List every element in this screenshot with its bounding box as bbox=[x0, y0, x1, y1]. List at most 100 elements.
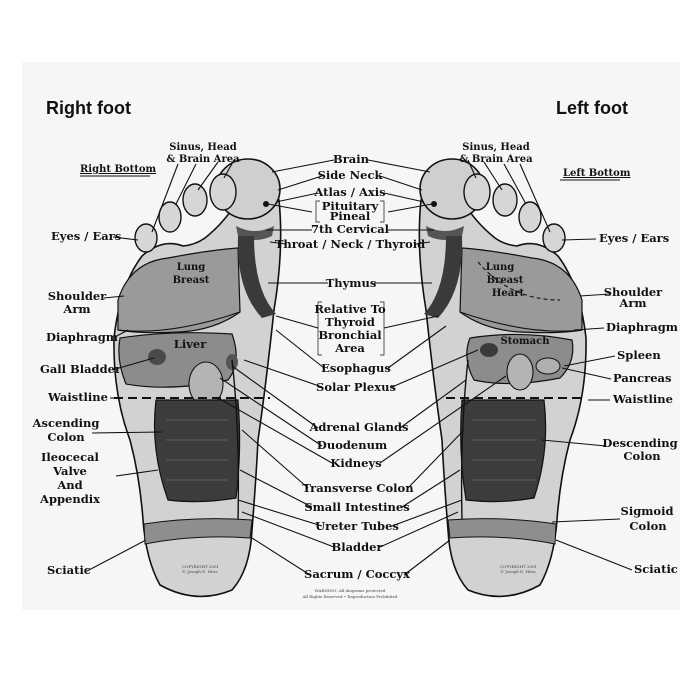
label-right-waistline: Waistline bbox=[47, 390, 108, 404]
right-sciatic-band bbox=[143, 518, 253, 545]
left-sciatic-band bbox=[447, 518, 557, 545]
label-small-intestines: Small Intestines bbox=[304, 500, 409, 514]
left-solar-mark bbox=[480, 343, 498, 357]
label-7th-cervical: 7th Cervical bbox=[311, 222, 390, 236]
label-sigmoid: Sigmoid bbox=[621, 504, 674, 518]
label-relative-to: Relative To bbox=[314, 302, 386, 316]
liver-label: Liver bbox=[174, 337, 207, 351]
center-labels: Brain Side Neck Atlas / Axis Pituitary P… bbox=[275, 152, 425, 599]
label-sacrum-coccyx: Sacrum / Coccyx bbox=[304, 567, 410, 581]
label-ureter-tubes: Ureter Tubes bbox=[315, 519, 399, 533]
label-right-sinus-2: & Brain Area bbox=[166, 154, 240, 165]
right-thyroid-band bbox=[237, 236, 276, 318]
right-toe-5 bbox=[134, 223, 158, 253]
label-transverse-colon: Transverse Colon bbox=[302, 481, 414, 495]
label-solar-plexus: Solar Plexus bbox=[316, 380, 396, 394]
left-lung-label: Lung bbox=[486, 262, 515, 273]
left-kidney bbox=[506, 353, 534, 391]
right-toe-2 bbox=[209, 173, 237, 211]
label-atlas-axis: Atlas / Axis bbox=[313, 185, 385, 199]
label-descending-colon: Colon bbox=[623, 449, 661, 463]
left-pituitary-dot bbox=[431, 201, 437, 207]
left-copyright-1: COPYRIGHT 2001 bbox=[500, 564, 537, 569]
stomach-label: Stomach bbox=[501, 336, 551, 347]
label-appendix: Appendix bbox=[39, 492, 100, 506]
label-descending: Descending bbox=[602, 436, 677, 450]
pancreas-mark bbox=[535, 357, 561, 375]
label-thyroid: Thyroid bbox=[325, 315, 375, 329]
right-foot-header: Right foot bbox=[46, 98, 131, 118]
right-copyright-2: © Joseph E. Hess bbox=[182, 569, 218, 574]
label-and: And bbox=[56, 478, 82, 492]
left-toe-3 bbox=[492, 183, 518, 217]
left-lung-region bbox=[459, 247, 583, 334]
left-toe-5 bbox=[542, 223, 566, 253]
label-bronchial: Bronchial bbox=[318, 328, 382, 342]
label-spleen: Spleen bbox=[617, 348, 661, 362]
label-right-eyes-ears: Eyes / Ears bbox=[51, 229, 121, 243]
left-copyright-2: © Joseph E. Hess bbox=[500, 569, 536, 574]
label-left-waistline: Waistline bbox=[612, 392, 673, 406]
gall-bladder-mark bbox=[148, 349, 166, 365]
right-toe-4 bbox=[158, 201, 182, 233]
right-breast-label: Breast bbox=[173, 275, 210, 286]
label-right-bottom: Right Bottom bbox=[80, 164, 157, 175]
left-foot-labels: Left Bottom Sinus, Head & Brain Area Eye… bbox=[459, 142, 677, 576]
right-intestine-region bbox=[153, 399, 241, 503]
label-brain: Brain bbox=[333, 152, 370, 166]
label-throat-neck-thyroid: Throat / Neck / Thyroid bbox=[275, 237, 425, 251]
left-toe-2 bbox=[463, 173, 491, 211]
label-side-neck: Side Neck bbox=[318, 168, 384, 182]
label-gall-bladder: Gall Bladder bbox=[40, 362, 122, 376]
center-leader-lines bbox=[217, 159, 507, 576]
label-left-diaphragm: Diaphragm bbox=[606, 320, 678, 334]
label-ascending-colon: Colon bbox=[47, 430, 85, 444]
right-foot: Lung Breast Liver COPYRIGHT 2001 © Josep… bbox=[113, 158, 282, 598]
label-right-sciatic: Sciatic bbox=[47, 563, 91, 577]
right-leader-lines bbox=[80, 159, 235, 572]
left-foot: Lung Breast Heart Stomach COPYRIGHT 2001… bbox=[418, 158, 587, 598]
label-duodenum: Duodenum bbox=[317, 438, 387, 452]
label-pituitary: Pituitary bbox=[322, 199, 379, 213]
right-foot-labels: Right Bottom Sinus, Head & Brain Area Ey… bbox=[32, 142, 241, 577]
right-lung-label: Lung bbox=[177, 262, 206, 273]
label-right-sinus-1: Sinus, Head bbox=[169, 142, 236, 153]
left-thyroid-band bbox=[424, 236, 463, 318]
label-left-eyes-ears: Eyes / Ears bbox=[599, 231, 669, 245]
right-toe-3 bbox=[182, 183, 208, 217]
label-left-sinus-2: & Brain Area bbox=[459, 154, 533, 165]
label-bladder: Bladder bbox=[332, 540, 384, 554]
label-sigmoid-colon: Colon bbox=[629, 519, 667, 533]
label-area: Area bbox=[334, 341, 365, 355]
label-thymus: Thymus bbox=[326, 276, 377, 290]
label-left-sinus-1: Sinus, Head bbox=[462, 142, 529, 153]
left-intestine-region bbox=[460, 399, 547, 503]
left-foot-header: Left foot bbox=[556, 98, 628, 118]
label-ascending: Ascending bbox=[32, 416, 100, 430]
label-adrenal-glands: Adrenal Glands bbox=[308, 420, 408, 434]
left-toe-4 bbox=[518, 201, 542, 233]
label-right-arm: Arm bbox=[62, 302, 90, 316]
right-pituitary-dot bbox=[263, 201, 269, 207]
left-leader-lines bbox=[467, 159, 633, 571]
label-left-shoulder: Shoulder bbox=[604, 285, 663, 299]
label-left-arm: Arm bbox=[618, 296, 646, 310]
label-ileocecal: Ileocecal bbox=[41, 450, 100, 464]
label-kidneys: Kidneys bbox=[330, 456, 381, 470]
heart-label: Heart bbox=[492, 288, 525, 299]
label-pineal: Pineal bbox=[330, 209, 371, 223]
warning-line-1: WARNING: All diagrams protected bbox=[315, 588, 386, 593]
label-valve: Valve bbox=[52, 464, 87, 478]
label-right-diaphragm: Diaphragm bbox=[46, 330, 118, 344]
right-lung-region bbox=[117, 247, 241, 334]
label-right-shoulder: Shoulder bbox=[48, 289, 107, 303]
label-left-bottom: Left Bottom bbox=[563, 168, 631, 179]
warning-line-2: All Rights Reserved • Reproduction Prohi… bbox=[302, 594, 398, 599]
right-copyright-1: COPYRIGHT 2001 bbox=[182, 564, 219, 569]
left-breast-label: Breast bbox=[487, 275, 524, 286]
label-left-sciatic: Sciatic bbox=[634, 562, 678, 576]
label-pancreas: Pancreas bbox=[613, 371, 671, 385]
label-esophagus: Esophagus bbox=[321, 361, 391, 375]
